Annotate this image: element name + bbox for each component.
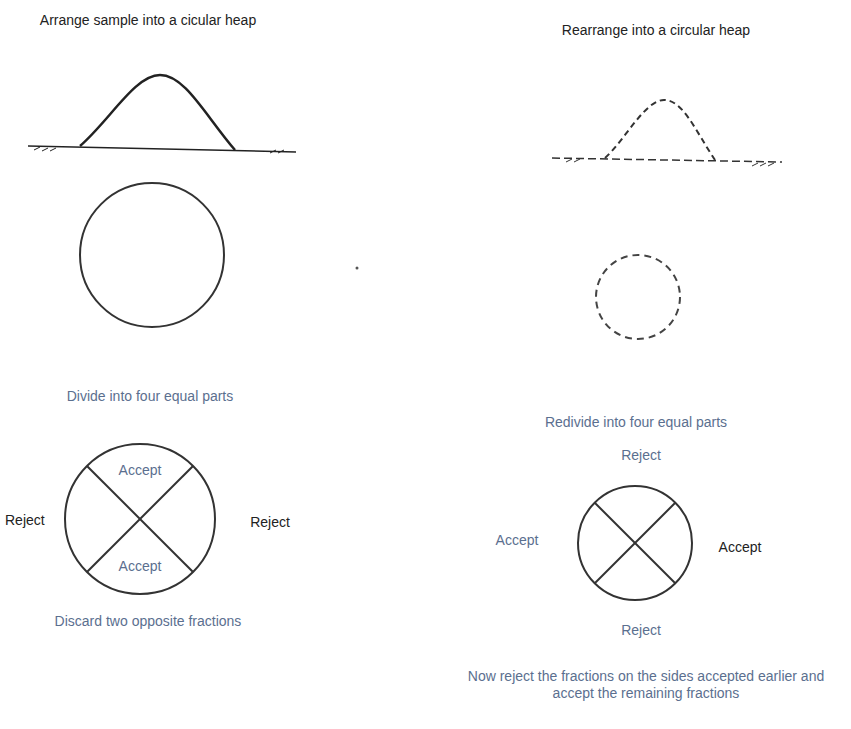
right-heap xyxy=(552,100,782,166)
fraction-label: Accept xyxy=(117,558,164,574)
label: Reject xyxy=(3,512,47,529)
label: Reject xyxy=(248,514,292,531)
right-heap-plan xyxy=(596,255,680,339)
quartered-circle: AcceptAccept xyxy=(62,441,218,597)
label: Accept xyxy=(494,532,541,549)
label: Redivide into four equal parts xyxy=(543,414,729,431)
label: Discard two opposite fractions xyxy=(53,613,244,630)
label: Rearrange into a circular heap xyxy=(560,22,752,39)
label: Reject xyxy=(619,447,663,464)
label: Now reject the fractions on the sides ac… xyxy=(444,668,848,702)
left-heap xyxy=(28,75,296,153)
right-quartered-circle xyxy=(578,486,692,600)
label: Arrange sample into a cicular heap xyxy=(38,12,258,29)
label: Divide into four equal parts xyxy=(65,388,236,405)
left-heap-plan xyxy=(80,183,224,327)
label: Reject xyxy=(619,622,663,639)
label: Accept xyxy=(717,539,764,556)
fraction-label: Accept xyxy=(117,462,164,478)
dot xyxy=(356,267,359,270)
